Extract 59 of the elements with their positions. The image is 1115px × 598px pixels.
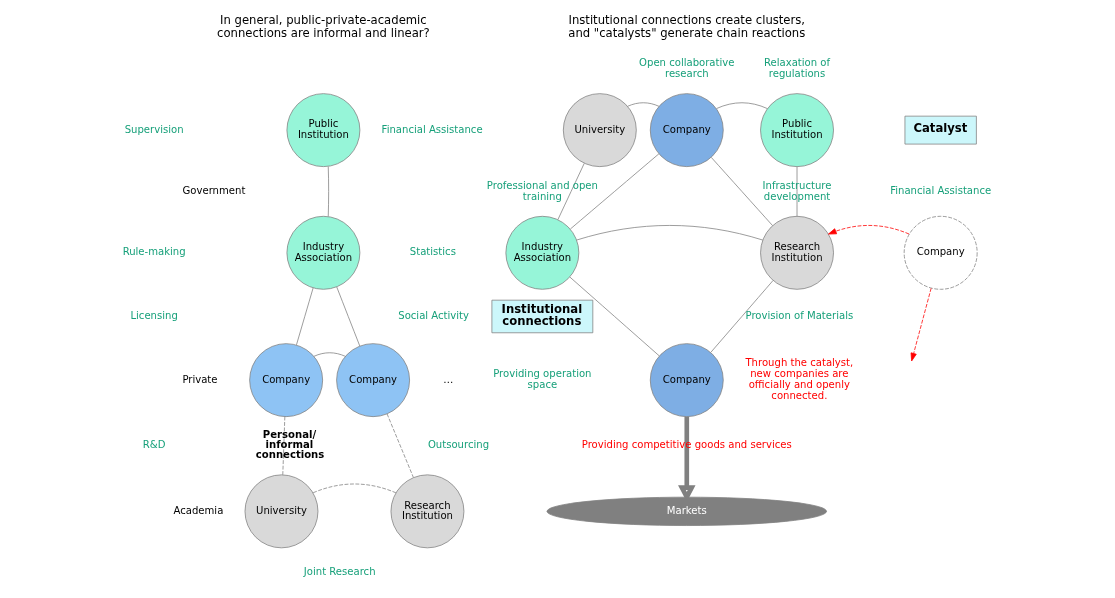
label: Academia [173,504,224,516]
label: … [443,373,454,385]
node-circle: Company [336,343,410,417]
label: Relaxation of regulations [763,57,831,79]
connector [312,483,397,494]
label: Provision of Materials [745,310,854,322]
label: Providing operation space [493,368,592,391]
label: Infrastructure development [762,179,832,202]
connector [282,416,286,476]
connector [576,225,764,241]
node-circle: Research Institution [760,215,834,290]
connector [570,153,660,230]
label: Rule-making [122,246,186,258]
connector [569,276,660,357]
connector [386,413,414,478]
node-circle: Public Institution [760,93,834,167]
label: Providing competitive goods and services [581,439,792,451]
connector [710,156,773,227]
node-circle: Company [903,215,978,290]
node-circle: University [562,93,637,167]
node-circle: Research Institution [390,474,465,549]
label: In general, public-private-academic connections are informal and linear? [217,12,430,40]
node-circle: Industry Association [505,215,580,290]
arrow [910,287,932,362]
label: Social Activity [398,310,470,322]
label: Personal/ informal connections [255,428,325,461]
label: R&D [142,439,166,451]
label: Through the catalyst, new companies are officially and openly connected. [745,357,854,402]
connector [296,287,314,346]
connector [557,162,585,220]
node-circle: Company [649,93,724,167]
node-circle: Industry Association [286,215,361,290]
label: Licensing [130,310,178,322]
label: Private [182,373,218,385]
connector [327,166,330,217]
node-box: Institutional connections [491,299,594,334]
label: Open collaborative research [639,57,735,79]
node-circle: Public Institution [286,93,361,167]
label: Statistics [409,246,456,258]
label: Professional and open training [486,179,598,202]
node-circle: Company [249,343,323,417]
label: Financial Assistance [381,123,483,135]
label: Supervision [124,123,184,135]
connector [796,166,798,217]
node-box: Catalyst [904,115,977,145]
node-circle: Company [649,343,724,417]
label: Government [182,185,246,197]
connector [313,352,346,357]
arrow [828,225,910,235]
label: Joint Research [303,566,376,578]
connector [336,286,361,347]
connector [716,102,768,110]
connector [710,280,774,353]
label: Institutional connections create clusters, and "catalysts" generate chain reactions [568,12,806,40]
label: Outsourcing [427,439,490,451]
node-circle: University [244,474,319,549]
connector [627,102,660,107]
label: Financial Assistance [890,185,992,197]
node-ellipse: Markets [546,496,827,526]
